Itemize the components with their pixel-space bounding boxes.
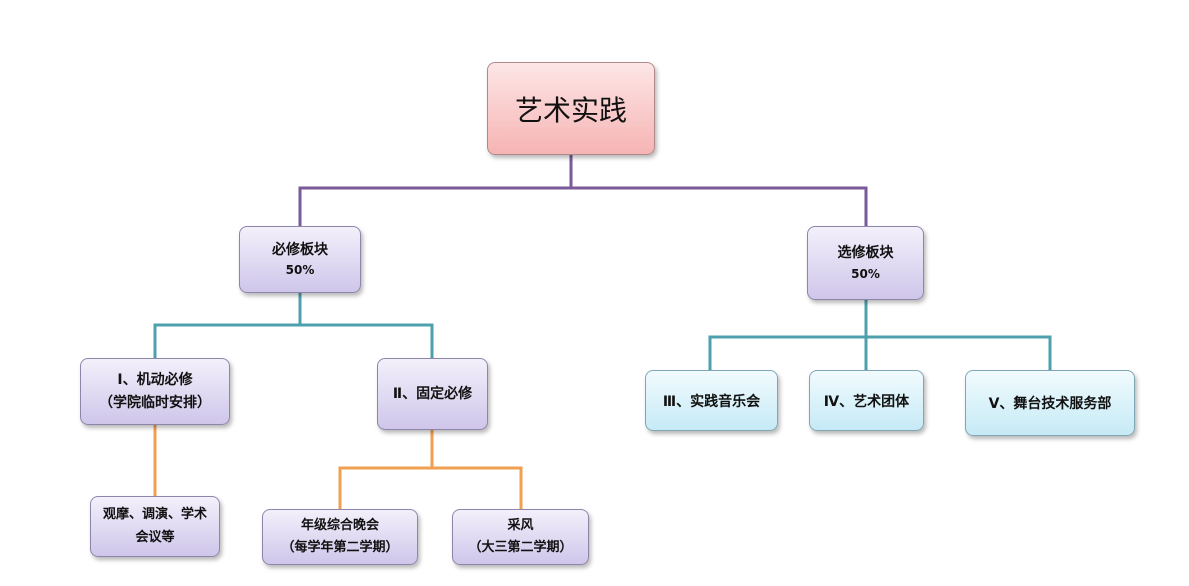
elective-module-label: 选修板块 xyxy=(837,245,894,262)
observe-conference-node: 观摩、调演、学术 会议等 xyxy=(90,496,220,557)
connector-elective-to-concert xyxy=(708,300,868,370)
grade-gala-node: 年级综合晚会 （每学年第二学期） xyxy=(262,509,418,565)
connector-required-to-fixed xyxy=(300,323,434,358)
practice-concert-label: Ⅲ、实践音乐会 xyxy=(662,393,761,410)
fixed-required-node: Ⅱ、固定必修 xyxy=(377,358,488,430)
connector-elective-to-stage xyxy=(866,335,1052,370)
observe-conference-line1: 观摩、调演、学术 xyxy=(102,507,207,523)
mobile-required-node: Ⅰ、机动必修 （学院临时安排） xyxy=(80,358,230,425)
mobile-required-title: Ⅰ、机动必修 xyxy=(117,372,193,389)
grade-gala-line1: 年级综合晚会 xyxy=(300,517,379,533)
required-module-percent: 50% xyxy=(285,263,315,278)
grade-gala-line2: （每学年第二学期） xyxy=(281,540,399,555)
art-troupe-node: Ⅳ、艺术团体 xyxy=(809,370,924,431)
fieldwork-line2: （大三第二学期） xyxy=(468,540,573,555)
stage-tech-label: Ⅴ、舞台技术服务部 xyxy=(988,396,1112,412)
connector-required-to-mobile xyxy=(153,293,302,358)
elective-module-percent: 50% xyxy=(851,266,880,281)
connector-root-to-elective xyxy=(571,186,868,226)
practice-concert-node: Ⅲ、实践音乐会 xyxy=(645,370,778,431)
observe-conference-line2: 会议等 xyxy=(135,529,175,545)
art-troupe-label: Ⅳ、艺术团体 xyxy=(823,393,910,410)
required-module-node: 必修板块 50% xyxy=(239,226,361,293)
elective-module-node: 选修板块 50% xyxy=(807,226,924,300)
fieldwork-line1: 采风 xyxy=(507,517,534,533)
stage-tech-node: Ⅴ、舞台技术服务部 xyxy=(965,370,1135,436)
fieldwork-node: 采风 （大三第二学期） xyxy=(452,509,589,565)
connector-fixed-to-fieldwork xyxy=(432,466,523,509)
required-module-label: 必修板块 xyxy=(272,241,328,258)
mobile-required-note: （学院临时安排） xyxy=(99,394,211,411)
root-label: 艺术实践 xyxy=(514,93,627,127)
fixed-required-title: Ⅱ、固定必修 xyxy=(392,385,473,402)
root-node: 艺术实践 xyxy=(487,62,655,155)
connector-fixed-to-gala xyxy=(338,430,434,509)
connector-root-to-required xyxy=(298,155,573,226)
